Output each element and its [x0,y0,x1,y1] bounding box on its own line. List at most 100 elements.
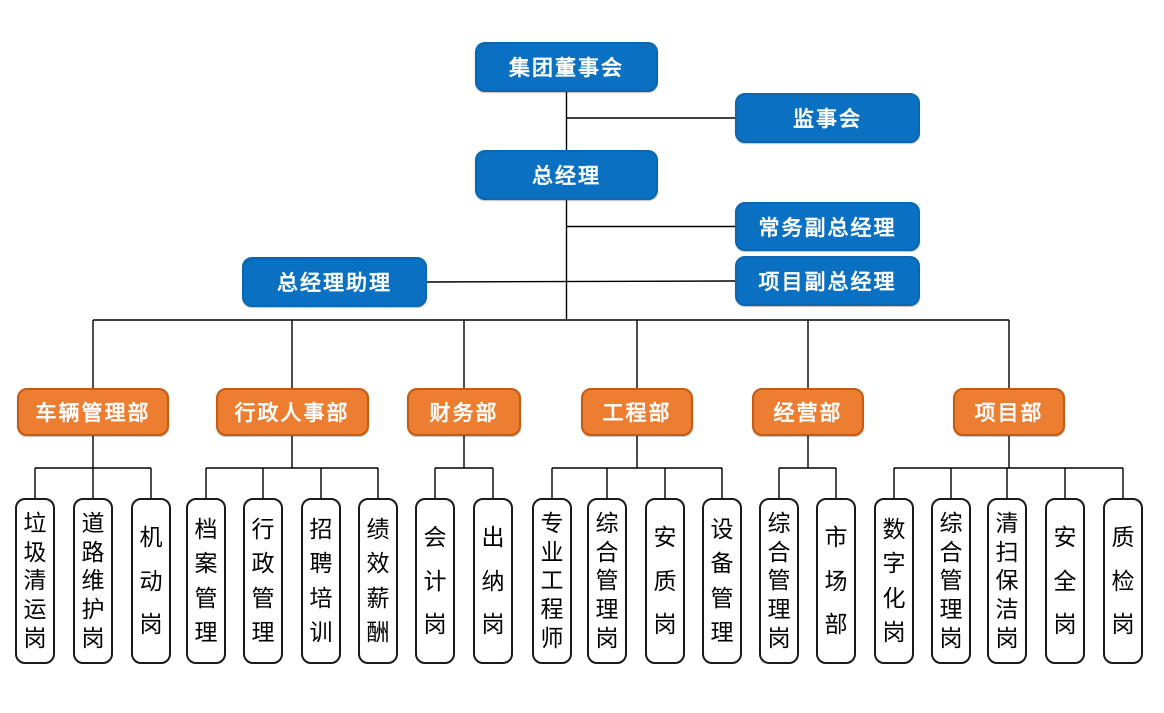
position-node-6-5: 质检岗 [1103,498,1143,664]
position-char: 字 [882,550,906,577]
dept-node-3: 财务部 [407,388,521,436]
position-char: 会 [423,524,447,551]
position-char: 聘 [309,550,333,577]
node-gm-assistant-label: 总经理助理 [277,272,392,295]
position-char: 薪 [366,584,390,611]
node-board-label: 集团董事会 [509,57,624,80]
position-node-5-2: 市场部 [816,498,856,664]
node-project-deputy-gm-label: 项目副总经理 [758,271,897,294]
position-node-5-1: 综合管理岗 [759,498,799,664]
position-char: 综 [767,509,791,536]
position-char: 岗 [81,625,105,652]
position-char: 理 [710,619,734,646]
position-char: 档 [194,515,218,542]
position-char: 管 [251,584,275,611]
position-char: 出 [481,524,505,551]
position-char: 化 [882,584,906,611]
position-char: 运 [23,596,47,623]
position-char: 岗 [423,610,447,637]
position-char: 管 [595,567,619,594]
position-char: 专 [540,509,564,536]
node-general-manager-label: 总经理 [532,165,601,188]
node-supervisory-board-label: 监事会 [793,108,862,131]
position-char: 案 [194,550,218,577]
dept-node-6: 项目部 [953,388,1065,436]
position-char: 理 [767,596,791,623]
position-node-1-3: 机动岗 [131,498,171,664]
node-gm-assistant: 总经理助理 [242,257,427,307]
node-executive-deputy-gm: 常务副总经理 [735,202,920,251]
position-char: 维 [81,567,105,594]
node-executive-deputy-gm-label: 常务副总经理 [758,216,897,240]
position-char: 训 [309,619,333,646]
position-char: 路 [81,538,105,565]
dept-node-1: 车辆管理部 [17,388,169,436]
position-char: 合 [595,538,619,565]
dept-node-5-label: 经营部 [773,402,843,425]
position-char: 数 [882,515,906,542]
position-char: 酬 [366,619,390,646]
position-char: 扫 [995,538,1019,565]
position-char: 纳 [481,567,505,594]
position-node-4-4: 设备管理 [702,498,742,664]
position-char: 道 [81,509,105,536]
position-char: 合 [767,538,791,565]
position-char: 岗 [653,610,677,637]
position-char: 管 [939,567,963,594]
position-char: 理 [251,619,275,646]
position-char: 全 [1053,567,1077,594]
dept-node-3-label: 财务部 [429,402,499,425]
position-char: 综 [939,509,963,536]
position-char: 业 [540,538,564,565]
position-char: 培 [309,584,333,611]
position-char: 清 [995,509,1019,536]
position-char: 效 [366,550,390,577]
position-char: 检 [1111,567,1135,594]
position-char: 理 [595,596,619,623]
position-char: 安 [653,524,677,551]
dept-node-6-label: 项目部 [974,402,1044,425]
position-node-1-2: 道路维护岗 [73,498,113,664]
position-char: 设 [710,515,734,542]
node-project-deputy-gm: 项目副总经理 [735,256,920,306]
position-char: 岗 [139,610,163,637]
position-char: 清 [23,567,47,594]
position-node-4-3: 安质岗 [645,498,685,664]
position-char: 岗 [939,625,963,652]
position-char: 招 [309,515,333,542]
position-char: 质 [1111,524,1135,551]
position-node-6-2: 综合管理岗 [931,498,971,664]
position-char: 政 [251,550,275,577]
position-char: 备 [710,550,734,577]
position-node-6-1: 数字化岗 [874,498,914,664]
position-char: 场 [824,567,848,594]
position-char: 综 [595,509,619,536]
position-char: 岗 [595,625,619,652]
position-char: 垃 [23,509,47,536]
position-char: 圾 [23,538,47,565]
position-node-1-1: 垃圾清运岗 [15,498,55,664]
position-node-3-2: 出纳岗 [473,498,513,664]
position-node-6-3: 清扫保洁岗 [987,498,1027,664]
position-char: 市 [824,524,848,551]
position-char: 合 [939,538,963,565]
position-char: 岗 [23,625,47,652]
position-char: 计 [423,567,447,594]
position-node-2-1: 档案管理 [186,498,226,664]
position-char: 程 [540,596,564,623]
position-node-2-4: 绩效薪酬 [358,498,398,664]
position-char: 岗 [1111,610,1135,637]
position-char: 岗 [481,610,505,637]
dept-node-2-label: 行政人事部 [234,402,350,425]
position-node-6-4: 安全岗 [1045,498,1085,664]
position-char: 安 [1053,524,1077,551]
position-node-2-3: 招聘培训 [301,498,341,664]
position-char: 质 [653,567,677,594]
dept-node-4-label: 工程部 [602,402,672,425]
dept-node-1-label: 车辆管理部 [35,402,151,425]
node-general-manager: 总经理 [475,150,658,200]
position-char: 工 [540,567,564,594]
position-node-4-1: 专业工程师 [532,498,572,664]
